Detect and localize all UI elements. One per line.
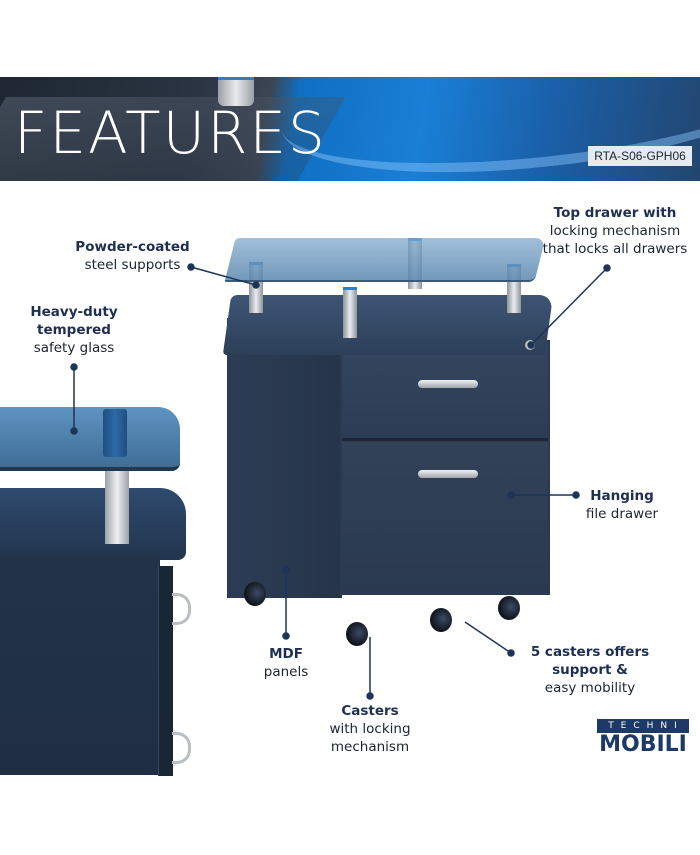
caster-wheel-icon	[346, 622, 368, 646]
callout-title: Powder-coated	[75, 239, 190, 255]
callout-title: tempered	[37, 322, 111, 338]
lock-icon	[525, 340, 535, 350]
callout-title: Casters	[341, 703, 399, 719]
features-banner	[0, 77, 700, 181]
techni-mobili-logo: TECHNI MOBILI	[597, 719, 689, 757]
banner-decor-post	[218, 77, 254, 106]
drawer-handle-icon	[418, 470, 478, 478]
callout-text: that locks all drawers	[542, 241, 688, 257]
glass-top	[224, 238, 546, 282]
callout-text: easy mobility	[544, 680, 636, 696]
callout-mdf: MDF panels	[246, 645, 326, 681]
logo-techni: TECHNI	[597, 719, 689, 733]
banner-title: FEATURES	[14, 99, 327, 167]
detail-cabinet-body	[0, 555, 160, 775]
cabinet-top	[222, 295, 554, 355]
sku-badge: RTA-S06-GPH06	[588, 146, 692, 166]
callout-powder-coated: Powder-coated steel supports	[60, 238, 205, 274]
callout-top-drawer: Top drawer with locking mechanism that l…	[530, 204, 700, 258]
callout-text: safety glass	[33, 340, 115, 356]
callout-title: Hanging	[590, 488, 654, 504]
logo-mobili: MOBILI	[599, 732, 687, 757]
steel-post	[343, 287, 357, 338]
callout-text: steel supports	[84, 257, 181, 273]
callout-text: mechanism	[330, 739, 410, 755]
callout-casters: Casters with locking mechanism	[315, 702, 425, 756]
caster-wheel-icon	[498, 596, 520, 620]
detail-handle-icon	[172, 732, 191, 764]
detail-handle-icon	[172, 593, 191, 625]
file-drawer	[342, 442, 548, 592]
cabinet-side-panel	[227, 318, 342, 598]
callout-title: MDF	[269, 646, 303, 662]
detail-post-cap	[103, 409, 127, 457]
drawer-handle-icon	[418, 380, 478, 388]
callout-text: with locking	[329, 721, 411, 737]
detail-steel-post	[105, 468, 129, 544]
callout-title: 5 casters offers	[530, 644, 650, 660]
top-drawer	[342, 342, 548, 441]
caster-wheel-icon	[430, 608, 452, 632]
callout-tempered-glass: Heavy-duty tempered safety glass	[4, 303, 144, 357]
callout-text: panels	[263, 664, 309, 680]
callout-hanging-drawer: Hanging file drawer	[572, 487, 672, 523]
callout-five-casters: 5 casters offers support & easy mobility	[515, 643, 665, 697]
callout-text: file drawer	[585, 506, 659, 522]
callout-title: support &	[552, 662, 628, 678]
detail-cabinet-top	[0, 488, 186, 560]
callout-title: Heavy-duty	[30, 304, 118, 320]
detail-glass-top	[0, 407, 180, 471]
callout-text: locking mechanism	[549, 223, 681, 239]
caster-wheel-icon	[244, 582, 266, 606]
callout-title: Top drawer with	[553, 205, 677, 221]
detail-cabinet-edge	[158, 566, 173, 776]
